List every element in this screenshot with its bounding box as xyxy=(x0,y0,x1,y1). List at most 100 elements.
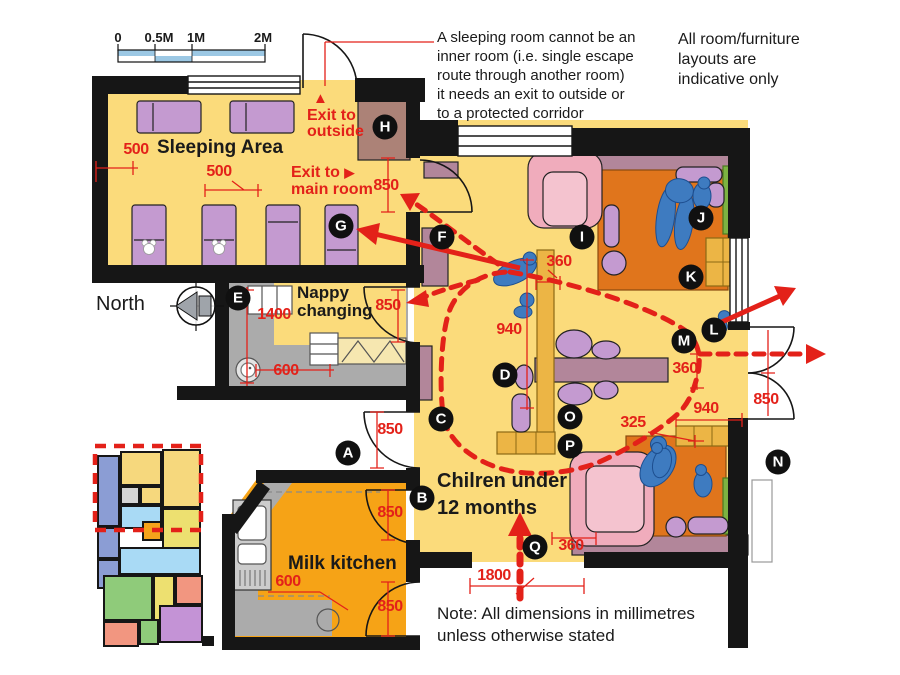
right-arrow-icon: ▶ xyxy=(344,165,355,180)
cot-bed xyxy=(131,204,167,270)
adult-figure xyxy=(655,178,695,250)
marker-n: N xyxy=(765,449,791,475)
label-line: Exit to xyxy=(307,107,356,124)
route-arrowheads xyxy=(400,193,826,536)
note-line: All room/furniture xyxy=(678,31,800,48)
note-line: layouts are xyxy=(678,51,757,68)
label-line: Exit to ▶ xyxy=(291,164,373,181)
label-line: outside xyxy=(307,123,364,140)
child-figure xyxy=(693,464,713,498)
dim-850: 850 xyxy=(753,391,779,408)
dim-325: 325 xyxy=(620,414,646,431)
milk-kitchen-label: Milk kitchen xyxy=(288,553,397,574)
dim-850: 850 xyxy=(373,177,399,194)
label-text: Exit to xyxy=(291,164,340,181)
scale-label-0: 0 xyxy=(114,30,122,45)
sink-icon xyxy=(235,357,261,383)
route-to-sleeping-door xyxy=(413,201,501,267)
note-line: it needs an exit to outside or xyxy=(437,86,625,103)
mauve-furniture xyxy=(409,151,749,556)
exit-main-room-label: Exit to ▶ main room xyxy=(291,164,373,198)
marker-b: B xyxy=(409,485,435,511)
nappy-room-yellow xyxy=(274,283,406,345)
doors xyxy=(302,33,795,637)
baby-figure xyxy=(692,176,712,210)
arrow-exit-right xyxy=(774,286,796,306)
annotation-leader-line xyxy=(324,41,434,86)
marker-q: Q xyxy=(522,534,548,560)
teddy-icon xyxy=(141,239,227,255)
scale-label-05m: 0.5M xyxy=(144,30,174,45)
main-room-label: Chilren under 12 months xyxy=(437,468,567,522)
marker-c: C xyxy=(428,406,454,432)
dim-940: 940 xyxy=(496,321,522,338)
dimensions-note: Note: All dimensions in millimetres unle… xyxy=(437,603,695,647)
marker-m: M xyxy=(671,328,697,354)
marker-i: I xyxy=(569,224,595,250)
marker-p: P xyxy=(557,433,583,459)
exit-outside-label: Exit to outside xyxy=(307,108,364,140)
window xyxy=(187,75,301,95)
nappy-furniture xyxy=(247,285,339,366)
gold-shelving xyxy=(496,237,741,455)
north-label: North xyxy=(96,293,145,315)
cot-bed xyxy=(201,204,237,270)
arrow-to-sleeping xyxy=(356,223,380,245)
note-line: unless otherwise stated xyxy=(437,626,615,645)
dim-1400: 1400 xyxy=(257,306,291,323)
dim-600: 600 xyxy=(275,573,301,590)
dim-850: 850 xyxy=(377,504,403,521)
walls xyxy=(92,76,750,650)
marker-h: H xyxy=(372,114,398,140)
dimension-lines xyxy=(95,41,775,637)
label-line: Nappy xyxy=(297,283,349,302)
scale-label-2m: 2M xyxy=(253,30,273,45)
nappy-changing-label: Nappy changing xyxy=(297,284,373,320)
threshold-ticks xyxy=(424,554,470,561)
label-line: changing xyxy=(297,301,373,320)
window xyxy=(457,125,573,157)
marker-j: J xyxy=(688,205,714,231)
marker-e: E xyxy=(225,285,251,311)
note-line: A sleeping room cannot be an xyxy=(437,29,636,46)
dim-360: 360 xyxy=(546,253,572,270)
windows xyxy=(187,75,749,323)
note-line: route through another room) xyxy=(437,67,625,84)
cot-bed xyxy=(136,100,202,134)
dim-600: 600 xyxy=(273,362,299,379)
up-arrow-icon: ▲ xyxy=(313,90,328,107)
overview-minimap xyxy=(92,443,214,647)
dim-850: 850 xyxy=(375,297,401,314)
door-nappy xyxy=(363,286,421,344)
marker-k: K xyxy=(678,264,704,290)
radiator xyxy=(751,479,773,563)
scale-label-1m: 1M xyxy=(186,30,206,45)
note-line: Note: All dimensions in millimetres xyxy=(437,604,695,623)
label-line: Chilren under xyxy=(437,470,568,492)
double-door-right xyxy=(747,326,795,420)
cot-bed xyxy=(265,204,301,270)
door-exit-outside xyxy=(302,33,358,89)
window xyxy=(729,237,749,323)
kitchen-grey-band xyxy=(258,600,332,636)
note-line: to a protected corridor xyxy=(437,105,584,122)
north-compass-icon xyxy=(170,281,224,331)
dim-360: 360 xyxy=(672,360,698,377)
child-figure xyxy=(651,442,673,479)
door-sleeping-to-main xyxy=(419,159,473,213)
note-line: inner room (i.e. single escape xyxy=(437,48,634,65)
dim-850: 850 xyxy=(377,421,403,438)
armchair xyxy=(527,151,603,229)
layout-note: All room/furniture layouts are indicativ… xyxy=(678,30,800,90)
dim-940: 940 xyxy=(693,400,719,417)
dim-1800: 1800 xyxy=(477,567,511,584)
sofa xyxy=(569,451,655,547)
marker-d: D xyxy=(492,362,518,388)
cot-bed xyxy=(229,100,295,134)
note-line: indicative only xyxy=(678,71,779,88)
bin-icon xyxy=(316,608,340,632)
dim-360: 360 xyxy=(558,537,584,554)
label-line: 12 months xyxy=(437,497,538,519)
marker-f: F xyxy=(429,224,455,250)
